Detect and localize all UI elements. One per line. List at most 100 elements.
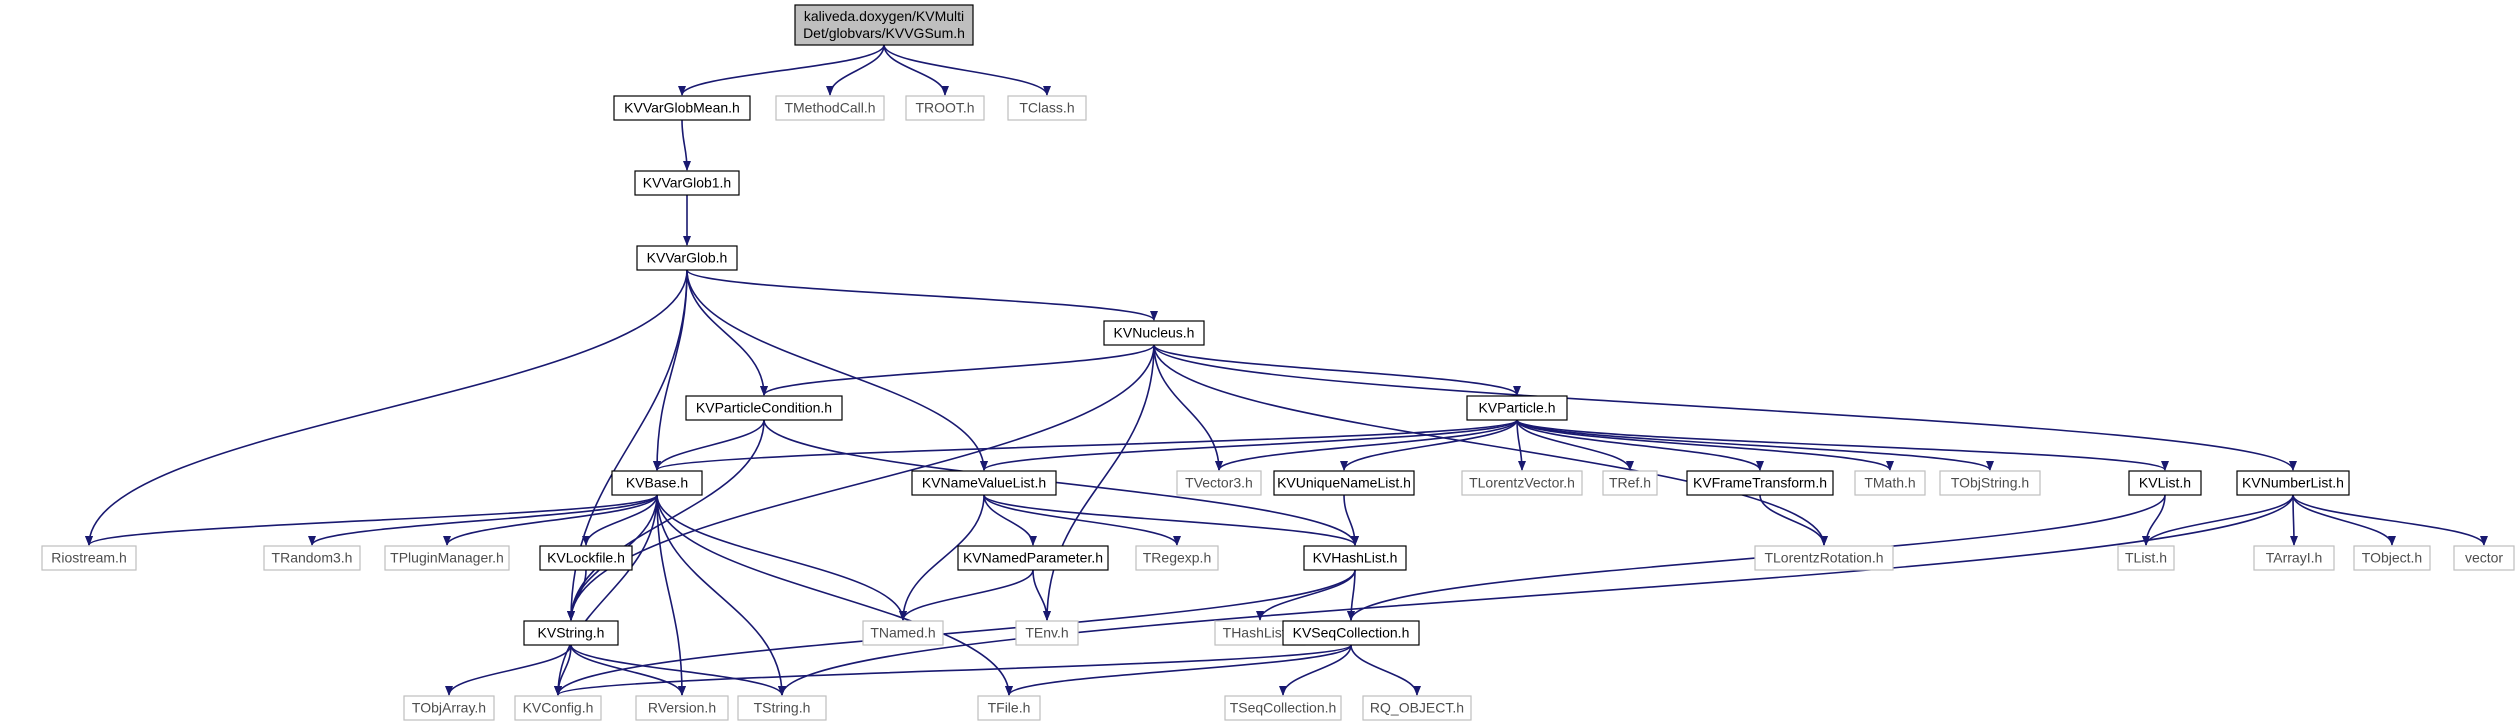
edge-root-to-TROOT: [883, 44, 949, 96]
node-RQ_OBJECT: RQ_OBJECT.h: [1362, 695, 1472, 721]
node-box-KVNumberList: [2236, 470, 2350, 496]
node-KVVarGlobMean[interactable]: KVVarGlobMean.h: [613, 95, 751, 121]
edge-KVVarGlob-to-KVNucleus: [686, 269, 1158, 321]
node-box-KVHashList: [1303, 545, 1407, 571]
node-KVString[interactable]: KVString.h: [523, 620, 619, 646]
node-label-KVConfig: KVConfig.h: [523, 700, 594, 716]
node-KVNamedParameter[interactable]: KVNamedParameter.h: [957, 545, 1109, 571]
node-label-TMath: TMath.h: [1864, 475, 1915, 491]
node-box-KVParticle: [1466, 395, 1568, 421]
edge-KVVarGlob-to-KVBase: [653, 269, 688, 471]
node-TLorentzVector: TLorentzVector.h: [1461, 470, 1583, 496]
edge-KVBase-to-TPluginManager: [443, 494, 658, 546]
edge-KVNumberList-to-TArrayI: [2289, 494, 2298, 546]
node-label-TSeqCollection: TSeqCollection.h: [1230, 700, 1337, 716]
edge-KVParticle-to-TRef: [1516, 419, 1634, 471]
node-box-TLorentzVector: [1461, 470, 1583, 496]
node-KVParticleCondition[interactable]: KVParticleCondition.h: [685, 395, 843, 421]
edge-KVString-to-TString: [570, 644, 786, 696]
node-label-TArrayI: TArrayI.h: [2266, 550, 2323, 566]
edge-KVBase-to-KVConfig: [554, 494, 658, 696]
node-label-TObjString: TObjString.h: [1951, 475, 2029, 491]
edge-KVParticle-to-TObjString: [1516, 419, 1994, 471]
node-KVHashList[interactable]: KVHashList.h: [1303, 545, 1407, 571]
node-box-TSeqCollection: [1224, 695, 1342, 721]
edge-KVVarGlobMean-to-KVVarGlob1: [681, 119, 691, 171]
edge-KVSeqCollection-to-TSeqCollection: [1279, 644, 1352, 696]
edge-KVBase-to-Riostream: [85, 494, 658, 546]
node-box-TFile: [977, 695, 1041, 721]
node-label-TVector3: TVector3.h: [1185, 475, 1253, 491]
node-box-TList: [2117, 545, 2175, 571]
edge-KVNucleus-to-TLorentzRotation: [1153, 344, 1828, 546]
node-box-RVersion: [635, 695, 729, 721]
edge-KVVarGlob-to-Riostream: [85, 269, 688, 546]
node-box-KVUniqueNameList: [1273, 470, 1415, 496]
node-label-TLorentzRotation: TLorentzRotation.h: [1764, 550, 1883, 566]
node-label-KVParticleCondition: KVParticleCondition.h: [696, 400, 832, 416]
edge-KVString-to-TObjArray: [445, 644, 572, 696]
node-label-KVNumberList: KVNumberList.h: [2242, 475, 2344, 491]
node-TList: TList.h: [2117, 545, 2175, 571]
node-label-TClass: TClass.h: [1019, 100, 1074, 116]
node-box-TEnv: [1015, 620, 1079, 646]
edge-KVSeqCollection-to-KVConfig: [554, 644, 1352, 696]
node-box-TLorentzRotation: [1754, 545, 1894, 571]
node-label-KVVarGlobMean: KVVarGlobMean.h: [624, 100, 740, 116]
node-KVParticle[interactable]: KVParticle.h: [1466, 395, 1568, 421]
node-KVVarGlob1[interactable]: KVVarGlob1.h: [634, 170, 740, 196]
node-label-TList: TList.h: [2125, 550, 2167, 566]
edge-KVNameValueList-to-KVHashList: [983, 494, 1359, 546]
node-box-KVNamedParameter: [957, 545, 1109, 571]
node-KVNumberList[interactable]: KVNumberList.h: [2236, 470, 2350, 496]
node-box-TRegexp: [1135, 545, 1219, 571]
node-TMath: TMath.h: [1854, 470, 1926, 496]
edge-KVNucleus-to-TVector3: [1153, 344, 1223, 471]
node-root[interactable]: kaliveda.doxygen/KVMultiDet/globvars/KVV…: [794, 4, 974, 46]
node-label-KVLockfile: KVLockfile.h: [547, 550, 625, 566]
node-RVersion: RVersion.h: [635, 695, 729, 721]
node-TEnv: TEnv.h: [1015, 620, 1079, 646]
node-TString: TString.h: [737, 695, 827, 721]
node-label-TEnv: TEnv.h: [1025, 625, 1068, 641]
node-box-TObjString: [1939, 470, 2041, 496]
node-TObjArray: TObjArray.h: [403, 695, 495, 721]
edge-KVParticle-to-TVector3: [1215, 419, 1518, 471]
node-label-THashList: THashList.h: [1223, 625, 1298, 641]
node-KVNucleus[interactable]: KVNucleus.h: [1103, 320, 1205, 346]
node-KVNameValueList[interactable]: KVNameValueList.h: [911, 470, 1057, 496]
node-TPluginManager: TPluginManager.h: [384, 545, 510, 571]
edge-KVNameValueList-to-TNamed: [899, 494, 985, 621]
node-label-KVNamedParameter: KVNamedParameter.h: [963, 550, 1103, 566]
node-label-TRegexp: TRegexp.h: [1143, 550, 1211, 566]
edge-KVNucleus-to-KVNumberList: [1153, 344, 2297, 471]
node-label-KVBase: KVBase.h: [626, 475, 688, 491]
node-box-TRandom3: [263, 545, 361, 571]
edge-KVSeqCollection-to-RQ_OBJECT: [1350, 644, 1421, 696]
node-KVLockfile[interactable]: KVLockfile.h: [539, 545, 633, 571]
node-KVSeqCollection[interactable]: KVSeqCollection.h: [1282, 620, 1420, 646]
node-label-KVString: KVString.h: [538, 625, 605, 641]
node-box-vector: [2453, 545, 2515, 571]
node-TRef: TRef.h: [1602, 470, 1658, 496]
node-box-TString: [737, 695, 827, 721]
node-label-KVSeqCollection: KVSeqCollection.h: [1293, 625, 1410, 641]
edge-KVNucleus-to-TEnv: [1043, 344, 1155, 621]
node-vector: vector: [2453, 545, 2515, 571]
node-KVList[interactable]: KVList.h: [2128, 470, 2202, 496]
node-label-KVHashList: KVHashList.h: [1313, 550, 1398, 566]
node-label-KVVarGlob: KVVarGlob.h: [647, 250, 728, 266]
node-KVUniqueNameList[interactable]: KVUniqueNameList.h: [1273, 470, 1415, 496]
node-KVBase[interactable]: KVBase.h: [611, 470, 703, 496]
edge-KVHashList-to-KVConfig: [554, 569, 1356, 696]
node-label-KVNucleus: KVNucleus.h: [1114, 325, 1195, 341]
edge-KVNameValueList-to-TRegexp: [983, 494, 1181, 546]
node-label-TObject: TObject.h: [2362, 550, 2422, 566]
node-box-TROOT: [905, 95, 985, 121]
node-KVVarGlob[interactable]: KVVarGlob.h: [636, 245, 738, 271]
edge-KVNumberList-to-TList: [2142, 494, 2294, 546]
node-KVFrameTransform[interactable]: KVFrameTransform.h: [1686, 470, 1834, 496]
node-label-TRef: TRef.h: [1609, 475, 1651, 491]
node-label-TObjArray: TObjArray.h: [412, 700, 486, 716]
node-label-TMethodCall: TMethodCall.h: [784, 100, 875, 116]
